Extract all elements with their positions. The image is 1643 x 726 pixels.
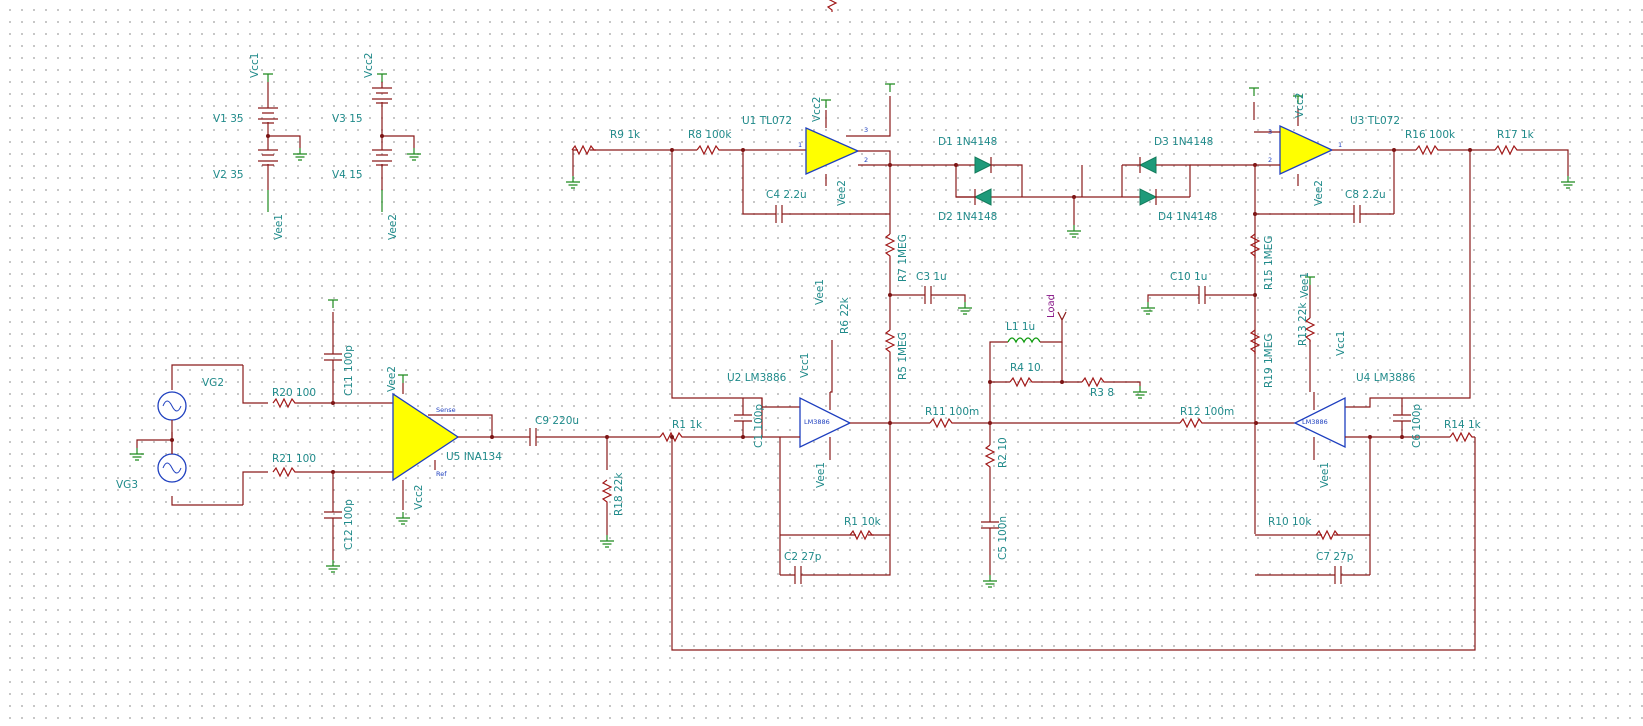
- label-vg2: VG2: [202, 377, 224, 389]
- label-u1-vcc2: Vcc2: [811, 97, 823, 122]
- left-channel: [565, 0, 1476, 651]
- label-r11: R11 100m: [925, 406, 979, 418]
- label-v3: V3 15: [332, 113, 363, 125]
- label-c11: C11 100p: [343, 345, 355, 396]
- pin-u1-3: 3: [864, 126, 868, 134]
- pin-u1-1: 1: [798, 141, 802, 149]
- label-r7: R7 1MEG: [897, 234, 909, 282]
- label-d3: D3 1N4148: [1154, 136, 1213, 148]
- label-r14: R14 1k: [1444, 419, 1482, 431]
- label-vee2: Vee2: [387, 214, 399, 240]
- label-c6: C6 100p: [1411, 404, 1423, 448]
- label-vcc2: Vcc2: [363, 53, 375, 78]
- diode-bridge: [954, 156, 1257, 238]
- label-u1: U1 TL072: [742, 115, 792, 127]
- label-u3: U3 TL072: [1350, 115, 1400, 127]
- label-u4-vee1: Vee1: [1299, 272, 1311, 298]
- label-r8: R8 100k: [688, 129, 732, 141]
- label-r21: R21 100: [272, 453, 316, 465]
- label-r10: R10 10k: [1268, 516, 1312, 528]
- label-u2-vee1: Vee1: [814, 279, 826, 305]
- label-r5: R5 1MEG: [897, 332, 909, 380]
- label-r13: R13 22k: [1297, 302, 1309, 346]
- power-supply-15v: [372, 73, 422, 212]
- label-u4-vcc1: Vcc1: [1335, 331, 1347, 356]
- label-l1: L1 1u: [1006, 321, 1035, 333]
- label-c7: C7 27p: [1316, 551, 1354, 563]
- pin-u1-2: 2: [864, 156, 868, 164]
- label-c1: C1 100p: [753, 404, 765, 448]
- label-r3: R3 8: [1090, 387, 1114, 399]
- label-v4: V4 15: [332, 169, 363, 181]
- label-vee1: Vee1: [273, 214, 285, 240]
- label-r16: R16 100k: [1405, 129, 1456, 141]
- labels: V1 35 V2 35 V3 15 V4 15 Vcc1 Vee1 Vcc2 V…: [116, 53, 1535, 563]
- label-c8: C8 2.2u: [1345, 189, 1386, 201]
- label-c12: C12 100p: [343, 499, 355, 550]
- ina134: [392, 374, 615, 548]
- label-r18: R18 22k: [613, 472, 625, 516]
- input-filter: [272, 299, 393, 573]
- label-u2-vee1b: Vee1: [815, 462, 827, 488]
- label-d2: D2 1N4148: [938, 211, 997, 223]
- label-r6: R6 22k: [839, 296, 851, 334]
- label-v1: V1 35: [213, 113, 244, 125]
- right-channel: [1140, 87, 1576, 584]
- label-vg3: VG3: [116, 479, 138, 491]
- pin-u3-3: 3: [1268, 128, 1272, 136]
- label-lm3886-u4: LM3886: [1302, 418, 1328, 426]
- label-r19: R19 1MEG: [1263, 333, 1275, 388]
- pin-u3-2: 2: [1268, 156, 1272, 164]
- input-generators: [129, 364, 268, 506]
- label-u3-vee2: Vee2: [1313, 180, 1325, 206]
- center-output: [981, 311, 1300, 588]
- label-u4: U4 LM3886: [1356, 372, 1416, 384]
- label-c2: C2 27p: [784, 551, 822, 563]
- label-sense: Sense: [436, 406, 456, 414]
- label-c9: C9 220u: [535, 415, 579, 427]
- label-u5-vee2: Vee2: [386, 366, 398, 392]
- label-u5-vcc2: Vcc2: [413, 485, 425, 510]
- label-r1-10k: R1 10k: [844, 516, 882, 528]
- label-c3: C3 1u: [916, 271, 947, 283]
- pin-u3-1: 1: [1338, 141, 1342, 149]
- label-u4-vee1b: Vee1: [1319, 462, 1331, 488]
- label-r20: R20 100: [272, 387, 316, 399]
- label-r2: R2 10: [997, 437, 1009, 468]
- label-ref: Ref: [436, 470, 447, 478]
- label-c4: C4 2.2u: [766, 189, 807, 201]
- label-c10: C10 1u: [1170, 271, 1207, 283]
- label-d1: D1 1N4148: [938, 136, 997, 148]
- label-vcc1: Vcc1: [249, 53, 261, 78]
- label-r12: R12 100m: [1180, 406, 1234, 418]
- label-r17: R17 1k: [1497, 129, 1535, 141]
- label-r15: R15 1MEG: [1263, 235, 1275, 290]
- label-u2-vcc1: Vcc1: [799, 353, 811, 378]
- label-load: Load: [1046, 294, 1057, 318]
- label-r1: R1 1k: [672, 419, 703, 431]
- label-lm3886-u2: LM3886: [804, 418, 830, 426]
- label-u1-vee2: Vee2: [836, 180, 848, 206]
- label-u2: U2 LM3886: [727, 372, 787, 384]
- label-v2: V2 35: [213, 169, 244, 181]
- label-c5: C5 100n: [997, 516, 1009, 560]
- label-u3-vcc2: Vcc2: [1294, 93, 1306, 118]
- power-supply-35v: [258, 73, 308, 212]
- label-d4: D4 1N4148: [1158, 211, 1217, 223]
- label-r9: R9 1k: [610, 129, 641, 141]
- label-r4: R4 10: [1010, 362, 1041, 374]
- label-u5: U5 INA134: [446, 451, 502, 463]
